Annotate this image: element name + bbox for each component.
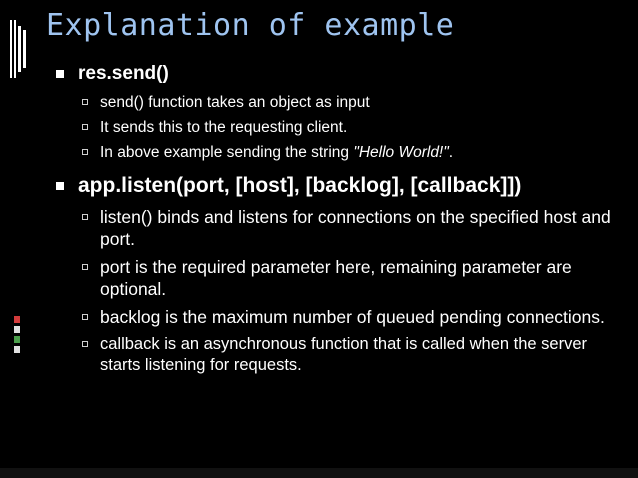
hollow-square-bullet-icon — [82, 99, 88, 105]
bottom-decoration-strip — [0, 468, 638, 478]
sub-bullet-text: port is the required parameter here, rem… — [100, 257, 572, 299]
slide-title: Explanation of example — [46, 8, 455, 43]
square-bullet-icon — [56, 70, 64, 78]
hollow-square-bullet-icon — [82, 264, 88, 270]
sub-bullet: callback is an asynchronous function tha… — [52, 334, 622, 376]
sub-bullet-text-emphasis: "Hello World!" — [353, 144, 449, 161]
sub-bullet-text: send() function takes an object as input — [100, 94, 370, 111]
bullet-text: res.send() — [78, 63, 169, 84]
side-color-marks — [14, 316, 24, 356]
hollow-square-bullet-icon — [82, 314, 88, 320]
side-mark-white — [14, 346, 20, 353]
square-bullet-icon — [56, 182, 64, 190]
bullet-app-listen: app.listen(port, [host], [backlog], [cal… — [52, 172, 622, 200]
sub-bullet: send() function takes an object as input — [52, 92, 622, 114]
sub-bullet: port is the required parameter here, rem… — [52, 256, 622, 300]
sub-bullet-text-after: . — [448, 144, 454, 161]
slide-content: res.send() send() function takes an obje… — [52, 62, 622, 380]
side-mark-red — [14, 316, 20, 323]
tick-mark — [10, 20, 12, 78]
sub-bullet: backlog is the maximum number of queued … — [52, 306, 622, 328]
side-mark-green — [14, 336, 20, 343]
side-mark-white — [14, 326, 20, 333]
hollow-square-bullet-icon — [82, 341, 88, 347]
bullet-res-send: res.send() — [52, 62, 622, 86]
sub-bullet: It sends this to the requesting client. — [52, 117, 622, 139]
tick-mark — [18, 26, 21, 72]
sub-bullet-text: backlog is the maximum number of queued … — [100, 307, 605, 327]
sub-bullet-text-before: In above example sending the string — [100, 144, 354, 161]
sub-bullet-text: It sends this to the requesting client. — [100, 119, 348, 136]
hollow-square-bullet-icon — [82, 124, 88, 130]
sub-bullet-text: callback is an asynchronous function tha… — [100, 335, 588, 374]
tick-mark — [23, 30, 26, 68]
title-tick-marks — [10, 20, 26, 78]
sub-bullet: listen() binds and listens for connectio… — [52, 206, 622, 250]
sub-bullet: In above example sending the string "Hel… — [52, 142, 622, 164]
sub-bullet-text: listen() binds and listens for connectio… — [100, 207, 611, 249]
tick-mark — [14, 20, 16, 78]
hollow-square-bullet-icon — [82, 214, 88, 220]
left-decoration-strip — [0, 0, 26, 478]
hollow-square-bullet-icon — [82, 149, 88, 155]
bullet-text: app.listen(port, [host], [backlog], [cal… — [78, 174, 522, 197]
